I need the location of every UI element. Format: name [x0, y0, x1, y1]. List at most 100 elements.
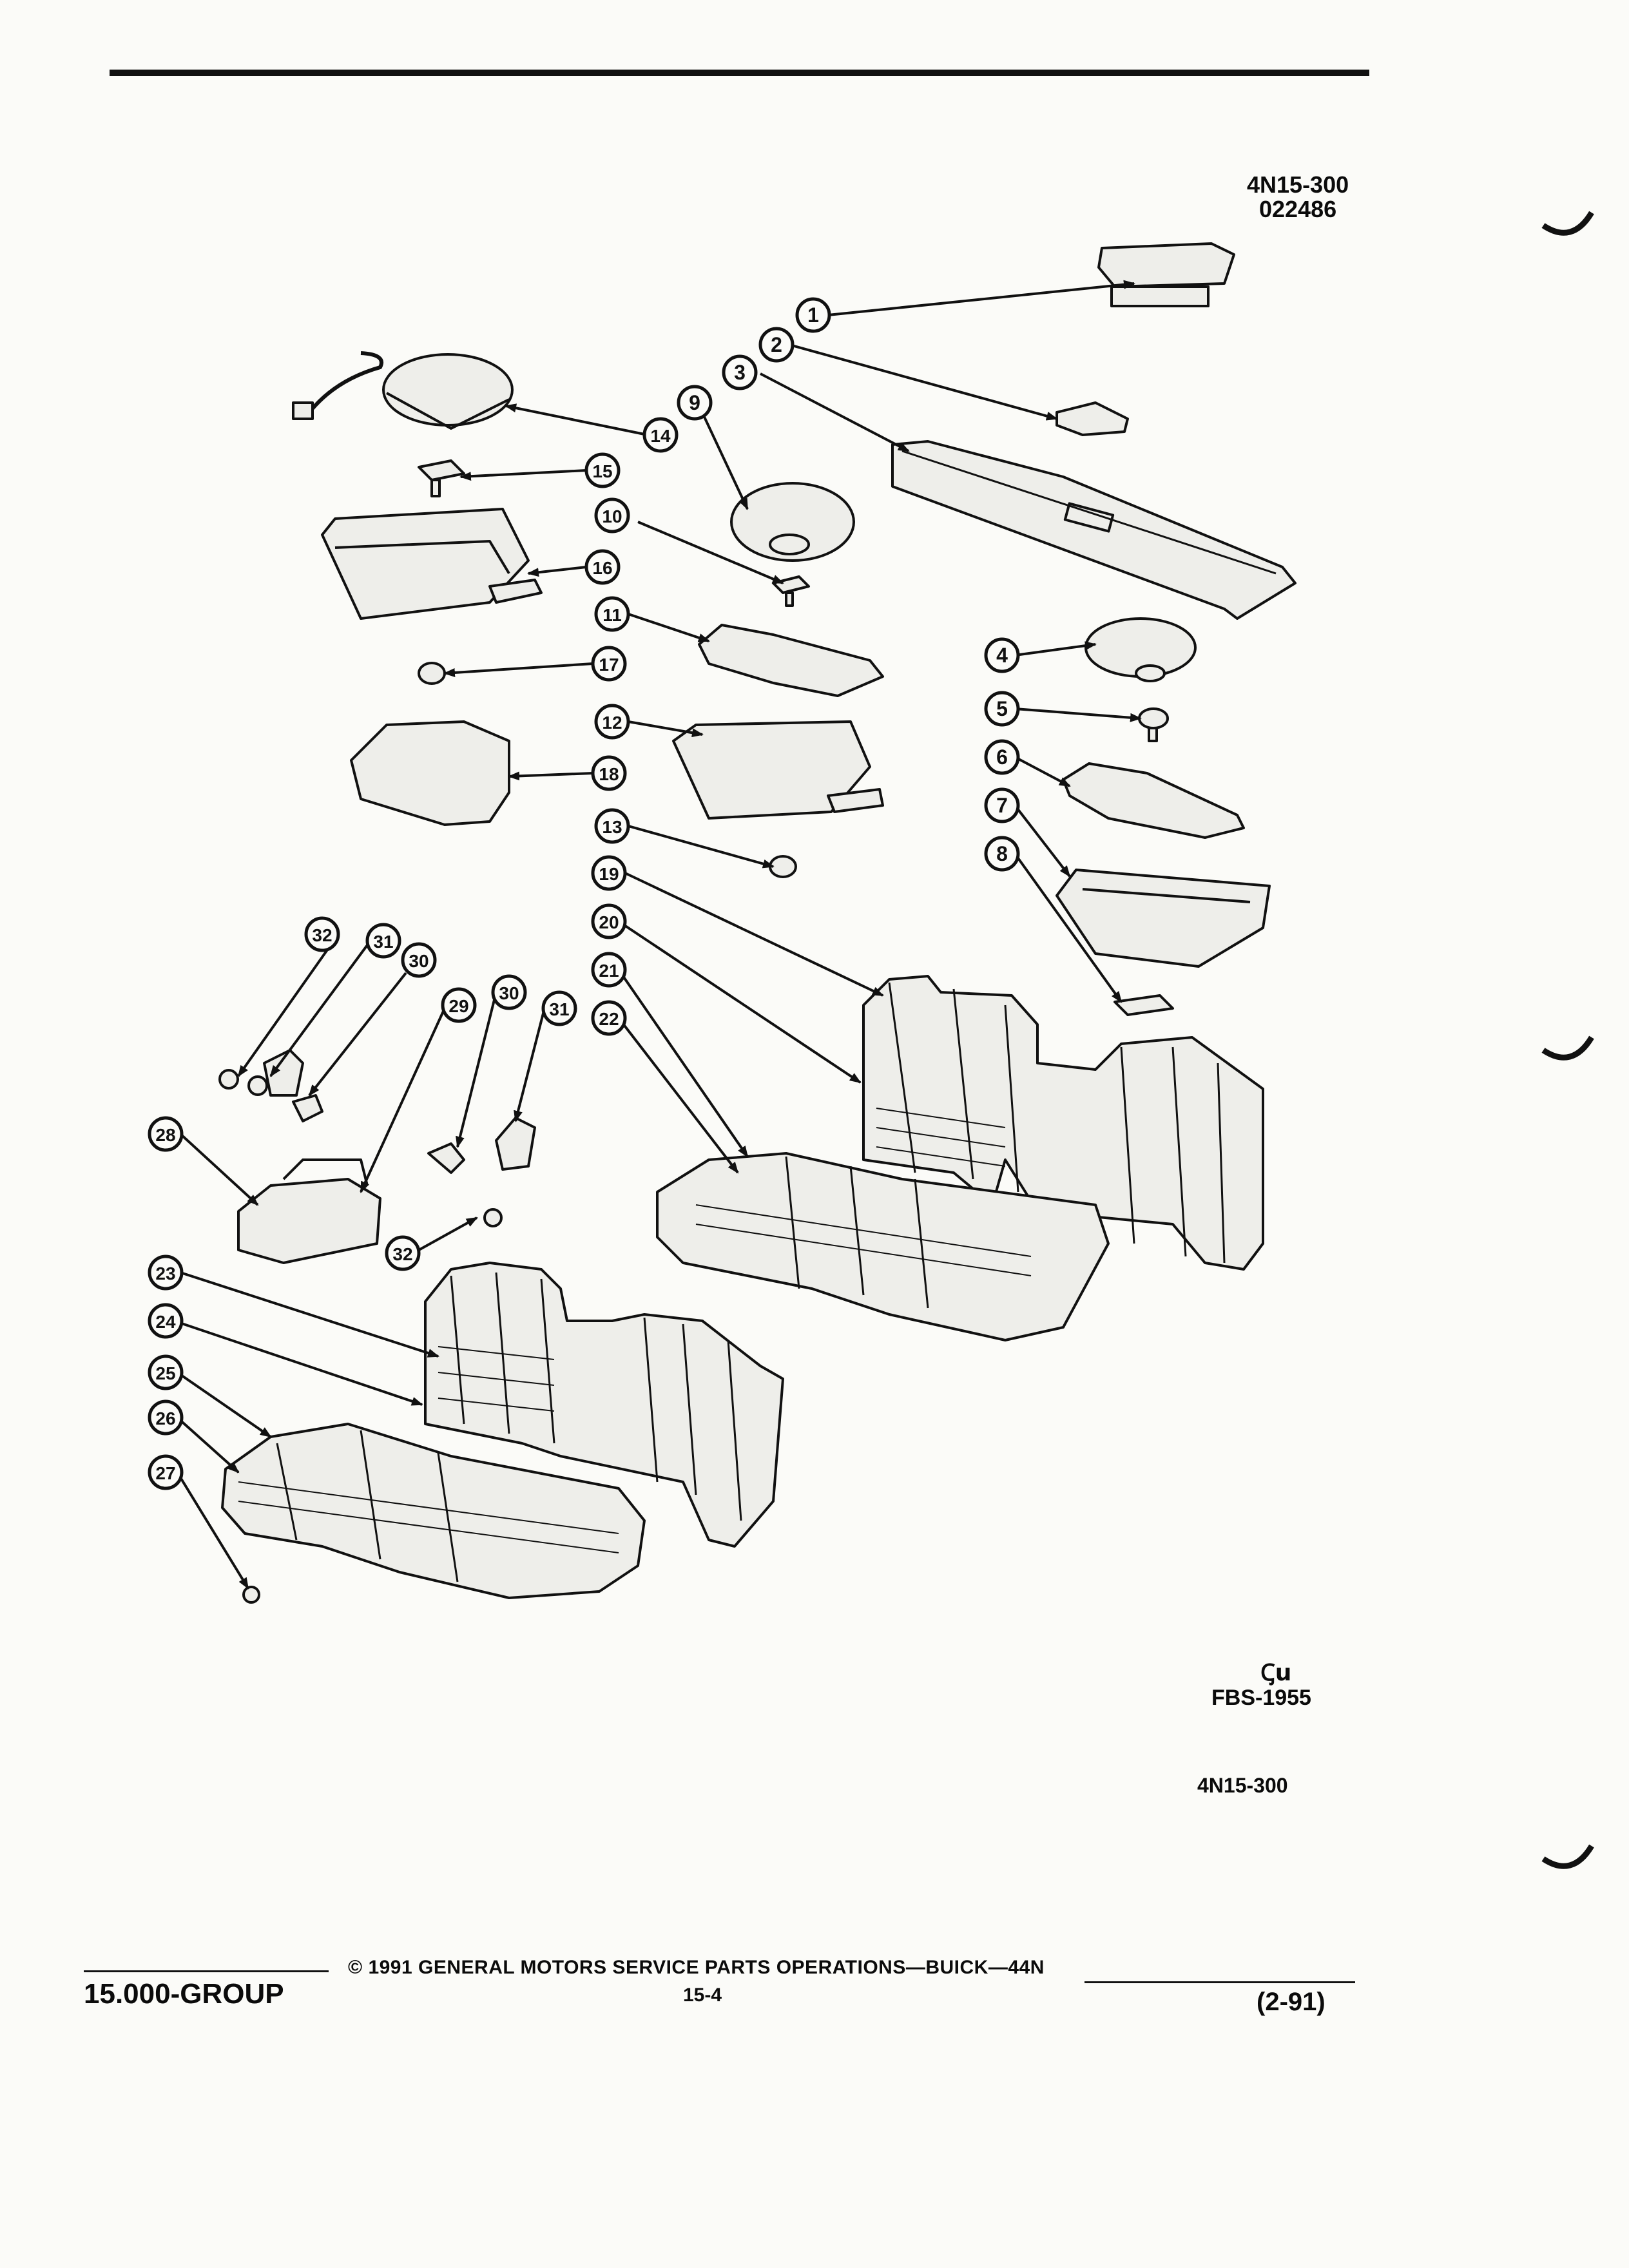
callout-number: 8: [996, 842, 1008, 865]
callout-circle: [984, 691, 1020, 727]
callout-circle: [594, 596, 630, 632]
callout-1: 1: [795, 297, 831, 333]
callout-number: 30: [409, 951, 429, 971]
callout-number: 13: [602, 817, 622, 837]
callout-24: 24: [148, 1303, 184, 1339]
part-rear-cushion: [656, 1152, 1110, 1341]
callout-circle: [591, 646, 627, 682]
callout-6: 6: [984, 739, 1020, 775]
callout-number: 22: [599, 1009, 619, 1029]
reference-block: 4N15-300 022486: [1247, 173, 1349, 222]
callout-number: 30: [499, 983, 519, 1003]
callout-number: 10: [602, 506, 622, 526]
callout-circle: [584, 549, 621, 585]
callout-32: 32: [385, 1235, 421, 1271]
callout-19: 19: [591, 855, 627, 891]
callout-circle: [758, 327, 795, 363]
callout-number: 27: [155, 1463, 175, 1483]
ref-code: 4N15-300: [1247, 171, 1349, 198]
callout-8: 8: [984, 836, 1020, 872]
callout-3: 3: [722, 354, 758, 390]
callout-circle: [984, 739, 1020, 775]
callout-31: 31: [365, 923, 401, 959]
callout-number: 32: [312, 925, 332, 945]
callout-circle: [722, 354, 758, 390]
callout-10: 10: [594, 497, 630, 533]
part-front-cushion: [221, 1423, 646, 1599]
callout-21: 21: [591, 952, 627, 988]
callout-9: 9: [677, 385, 713, 421]
callout-circle: [541, 990, 577, 1026]
callout-circle: [304, 916, 340, 952]
footer-copyright: © 1991 GENERAL MOTORS SERVICE PARTS OPER…: [348, 1957, 1045, 1978]
callout-circle: [984, 787, 1020, 823]
part-rear-seatback: [862, 975, 1264, 1271]
ref-date: 022486: [1258, 195, 1337, 222]
part-mounting-plate-11: [698, 624, 884, 697]
top-rule: [110, 70, 1369, 76]
callout-circle: [984, 836, 1020, 872]
binder-mark: [1541, 211, 1594, 236]
callout-number: 24: [155, 1312, 176, 1332]
callout-22: 22: [591, 1000, 627, 1036]
callout-number: 2: [771, 333, 782, 356]
callout-number: 1: [807, 303, 819, 327]
callout-16: 16: [584, 549, 621, 585]
part-mounting-plate-6: [1062, 762, 1245, 839]
callout-number: 5: [996, 697, 1008, 720]
callout-circle: [591, 855, 627, 891]
part-grommet-13: [769, 855, 797, 878]
footer-rule-left: [84, 1970, 329, 1972]
part-storage-tray-12: [672, 720, 884, 820]
callout-13: 13: [594, 808, 630, 844]
leader-lines: [173, 280, 1142, 1590]
callout-number: 32: [392, 1244, 412, 1264]
callout-circle: [594, 808, 630, 844]
callout-14: 14: [642, 417, 679, 453]
footer-revision: (2-91): [1257, 1988, 1325, 2016]
callout-circle: [591, 1000, 627, 1036]
callout-number: 31: [373, 932, 393, 952]
callout-30: 30: [401, 942, 437, 978]
callout-number: 31: [549, 999, 569, 1019]
part-front-seatback: [424, 1262, 784, 1548]
callout-circle: [148, 1454, 184, 1490]
callout-circle: [491, 974, 527, 1010]
callout-32: 32: [304, 916, 340, 952]
callout-circle: [385, 1235, 421, 1271]
footer-group: 15.000-GROUP: [84, 1978, 284, 2010]
footer-page-number: 15-4: [683, 1984, 722, 2006]
footer-rule-right: [1084, 1981, 1355, 1983]
callout-4: 4: [984, 637, 1020, 673]
callout-number: 28: [155, 1125, 175, 1145]
callout-number: 7: [996, 794, 1008, 817]
callout-11: 11: [594, 596, 630, 632]
part-center-armrest: [237, 1158, 381, 1264]
callout-circle: [148, 1354, 184, 1390]
callout-number: 3: [734, 361, 746, 384]
callout-7: 7: [984, 787, 1020, 823]
callout-number: 6: [996, 745, 1008, 769]
part-hinge-right: [427, 1117, 536, 1227]
part-bolt-27: [242, 1586, 260, 1604]
callout-circle: [401, 942, 437, 978]
part-storage-tray-7: [1055, 869, 1271, 968]
binder-mark: [1541, 1035, 1594, 1061]
callout-number: 20: [599, 912, 619, 932]
callout-number: 12: [602, 713, 622, 733]
callout-26: 26: [148, 1399, 184, 1436]
callout-23: 23: [148, 1254, 184, 1291]
callout-number: 17: [599, 655, 619, 675]
callout-circle: [591, 903, 627, 939]
callout-circle: [591, 755, 627, 791]
callout-number: 9: [689, 391, 700, 414]
part-clip-15: [418, 459, 465, 497]
fbs-logo: Ꞔu: [1258, 1656, 1291, 1687]
part-speaker-9: [730, 482, 855, 562]
callout-29: 29: [441, 987, 477, 1023]
callout-number: 15: [592, 461, 612, 481]
callout-17: 17: [591, 646, 627, 682]
callout-circle: [591, 952, 627, 988]
callout-30: 30: [491, 974, 527, 1010]
callout-25: 25: [148, 1354, 184, 1390]
